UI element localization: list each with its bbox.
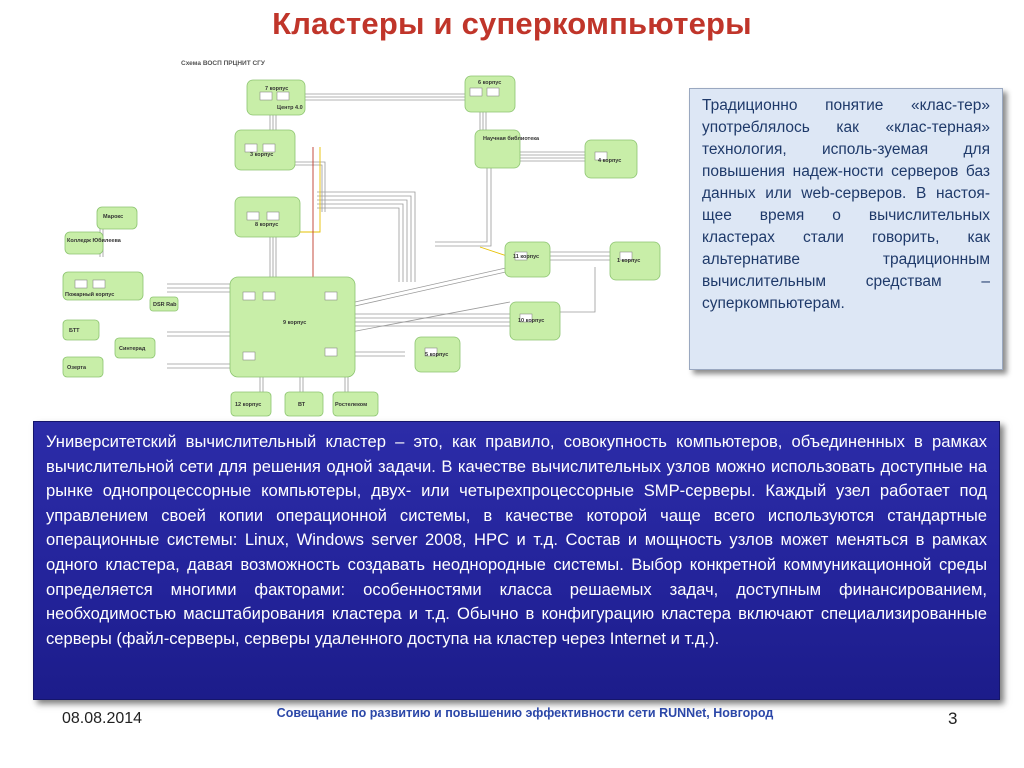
footer-event-title: Совещание по развитию и повышению эффект…	[276, 706, 774, 720]
node-label: 10 корпус	[518, 318, 544, 324]
node-label: Марокс	[103, 214, 123, 220]
node-label: БТТ	[69, 328, 80, 334]
node-label: Колледж Юбилеева	[67, 237, 122, 244]
node-label: 7 корпус	[265, 86, 288, 92]
node-label: Ростелеком	[335, 402, 367, 408]
node-label: ВТ	[298, 402, 306, 408]
node-label: 5 корпус	[425, 352, 448, 358]
node-label: 1 корпус	[617, 258, 640, 264]
node-label: 4 корпус	[598, 158, 621, 164]
network-diagram: Схема ВОСП ПРЦНИТ СГУ	[55, 52, 685, 422]
diagram-title: Схема ВОСП ПРЦНИТ СГУ	[181, 60, 266, 67]
node-label: DSR Rab	[153, 302, 177, 308]
node-label: 3 корпус	[250, 152, 273, 158]
node-label: Пожарный корпус	[65, 291, 114, 298]
node-label: Центр 4.0	[277, 105, 303, 111]
node-label: 8 корпус	[255, 222, 278, 228]
node-label: Синтерад	[119, 346, 146, 352]
bottom-text-box: Университетский вычислительный кластер –…	[33, 421, 1000, 700]
node-label: 11 корпус	[513, 254, 539, 260]
footer-date: 08.08.2014	[62, 710, 143, 727]
slide-title: Кластеры и суперкомпьютеры	[272, 6, 752, 41]
node-label: 12 корпус	[235, 402, 261, 408]
node-label: 6 корпус	[478, 80, 501, 86]
node-label: 9 корпус	[283, 320, 306, 326]
right-text-box: Традиционно понятие «клас-тер» употребля…	[689, 88, 1003, 370]
page-number: 3	[948, 709, 958, 728]
node-label: Научная библиотека	[483, 135, 540, 142]
node-label: Озерта	[67, 365, 87, 371]
